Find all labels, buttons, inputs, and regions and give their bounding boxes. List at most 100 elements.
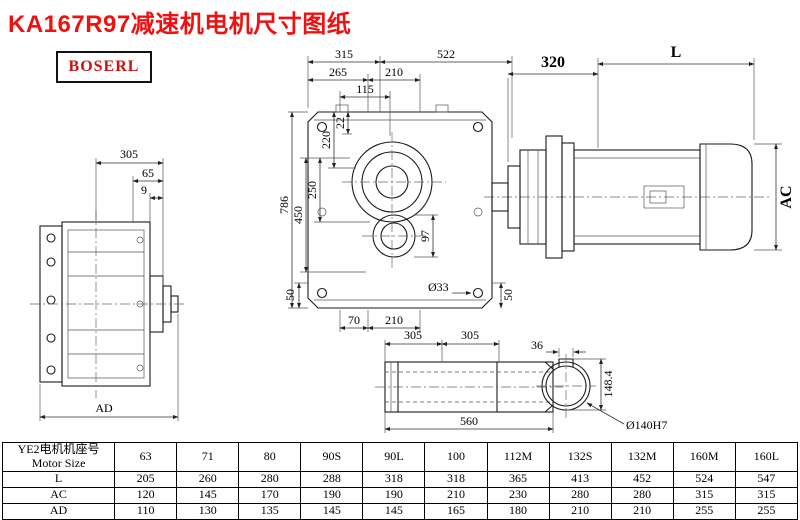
- brand-logo: BOSERL: [56, 51, 152, 83]
- dimension-row-label: AD: [1, 502, 116, 520]
- motor-frame-column-header: 63: [114, 442, 178, 472]
- dimension-value-cell: 180: [486, 502, 550, 520]
- dim-265-label: 265: [329, 65, 347, 79]
- motor-frame-column-header: 100: [424, 442, 488, 472]
- front-view-dimensions: 315 522 265 210 115 22 220 250 45: [277, 47, 515, 332]
- motor-frame-column-header: 80: [238, 442, 302, 472]
- corner-bolt-hole: [472, 287, 484, 299]
- dimension-value-cell: 318: [362, 470, 426, 488]
- dim-305a-label: 305: [404, 328, 422, 342]
- dimension-value-cell: 413: [548, 470, 612, 488]
- dimension-value-cell: 315: [672, 486, 736, 504]
- dim-210-top-label: 210: [385, 65, 403, 79]
- dim-210-bottom-label: 210: [385, 313, 403, 327]
- dimension-value-cell: 524: [672, 470, 736, 488]
- motor-frame-column-header: 90L: [362, 442, 426, 472]
- dimension-value-cell: 110: [114, 502, 178, 520]
- dim-L-label: L: [671, 44, 682, 61]
- hollow-shaft-view: 305 305 560: [375, 328, 563, 433]
- gearbox-side-view: [30, 210, 186, 398]
- corner-bolt-hole: [316, 121, 328, 133]
- flange-bolt-hole: [46, 365, 56, 375]
- dim-9-label: 9: [141, 183, 147, 197]
- dimension-value-cell: 210: [424, 486, 488, 504]
- motor-frame-column-header: 132S: [548, 442, 612, 472]
- dim-220-label: 220: [319, 131, 333, 149]
- dimension-value-cell: 260: [176, 470, 240, 488]
- side-view-dimensions: 305 65 9 AD: [39, 147, 179, 421]
- dimension-value-cell: 255: [672, 502, 736, 520]
- dimension-value-cell: 130: [176, 502, 240, 520]
- motor-nameplate: [643, 185, 685, 209]
- dim-50-right-label: 50: [501, 289, 515, 301]
- dimension-value-cell: 190: [300, 486, 364, 504]
- dimension-value-cell: 165: [424, 502, 488, 520]
- corner-bolt-hole: [472, 121, 484, 133]
- dimension-value-cell: 210: [548, 502, 612, 520]
- dim-36-label: 36: [531, 338, 543, 352]
- technical-drawing: 305 65 9 AD: [30, 44, 795, 433]
- flange-bolt-hole: [46, 233, 56, 243]
- dim-65-label: 65: [142, 166, 154, 180]
- dim-hole-diameter-label: Ø33: [428, 280, 449, 294]
- brand-logo-text: BOSERL: [68, 58, 140, 75]
- dimension-value-cell: 280: [238, 470, 302, 488]
- dim-522-label: 522: [437, 47, 455, 61]
- dimension-value-cell: 255: [734, 502, 799, 520]
- motor-frame-column-header: 90S: [300, 442, 364, 472]
- dim-AD-label: AD: [95, 401, 113, 415]
- dimension-value-cell: 145: [176, 486, 240, 504]
- dim-315-label: 315: [335, 47, 353, 61]
- dim-115-label: 115: [356, 82, 374, 96]
- dim-320-label: 320: [541, 54, 565, 71]
- dimension-value-cell: 135: [238, 502, 302, 520]
- dim-305b-label: 305: [461, 328, 479, 342]
- dimension-value-cell: 288: [300, 470, 364, 488]
- dimension-value-cell: 120: [114, 486, 178, 504]
- gearbox-front-view: [307, 104, 493, 309]
- shaft-bore-view: 36 148.4 Ø140H7: [531, 338, 667, 432]
- dimension-value-cell: 452: [610, 470, 674, 488]
- dim-250-label: 250: [305, 181, 319, 199]
- lower-bore-circle: [372, 214, 416, 258]
- dimension-row-label: L: [1, 470, 116, 488]
- dimension-value-cell: 205: [114, 470, 178, 488]
- motor-view-dimensions: 320 L AC: [507, 44, 795, 251]
- motor-frame-column-header: 112M: [486, 442, 550, 472]
- dimension-value-cell: 145: [362, 502, 426, 520]
- motor-frame-column-header: 160L: [734, 442, 799, 472]
- motor-view: [484, 135, 772, 259]
- dim-305-label: 305: [120, 147, 138, 161]
- dimension-value-cell: 365: [486, 470, 550, 488]
- dimension-value-cell: 315: [734, 486, 799, 504]
- motor-frame-column-header: 160M: [672, 442, 736, 472]
- motor-size-header-en: Motor Size: [31, 455, 86, 470]
- dimension-value-cell: 280: [548, 486, 612, 504]
- dimension-value-cell: 318: [424, 470, 488, 488]
- dim-148-label: 148.4: [601, 371, 615, 398]
- dim-97-label: 97: [418, 230, 432, 242]
- dim-450-label: 450: [291, 206, 305, 224]
- dimension-value-cell: 190: [362, 486, 426, 504]
- dim-50-left-label: 50: [283, 289, 297, 301]
- dim-22-label: 22: [333, 117, 347, 129]
- page-title: KA167R97减速机电机尺寸图纸: [8, 11, 352, 38]
- flange-bolt-hole: [46, 295, 56, 305]
- dimension-value-cell: 230: [486, 486, 550, 504]
- dim-70-label: 70: [348, 313, 360, 327]
- dimension-value-cell: 210: [610, 502, 674, 520]
- flange-bolt-hole: [46, 333, 56, 343]
- motor-frame-column-header: 71: [176, 442, 240, 472]
- dim-AC-label: AC: [778, 185, 795, 208]
- dimension-row-label: AC: [1, 486, 116, 504]
- motor-size-header-cn: YE2电机机座号: [17, 442, 100, 456]
- front-body-outline: [307, 111, 493, 309]
- dimension-value-cell: 170: [238, 486, 302, 504]
- dimension-value-cell: 547: [734, 470, 799, 488]
